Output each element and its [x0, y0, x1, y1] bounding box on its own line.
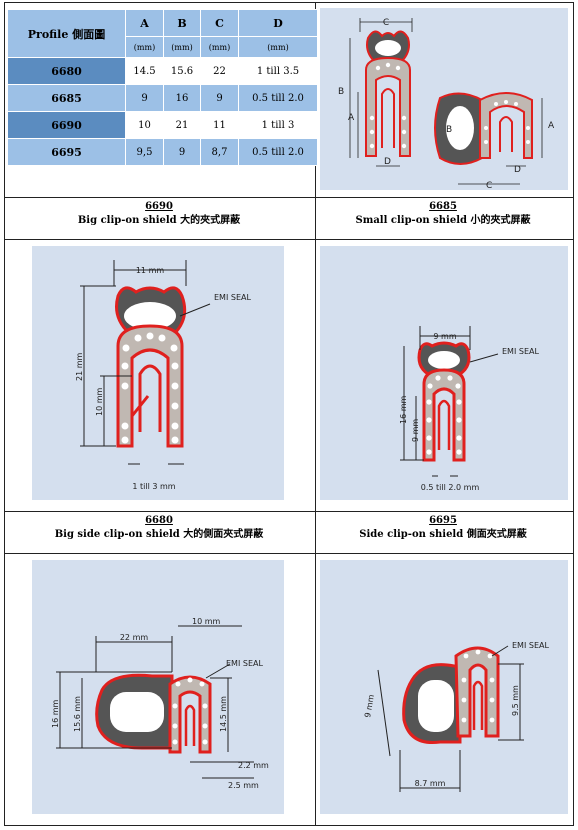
dim-a-label: A — [348, 113, 355, 123]
caption-6695: 6695 Side clip-on shield 側面夾式屏蔽 — [314, 514, 572, 542]
caption-number: 6695 — [429, 515, 457, 526]
overview-diagram: C B A D B A D C — [320, 8, 568, 190]
clip-profile-drawing — [115, 286, 187, 448]
profile-vertical-drawing — [365, 30, 411, 157]
row-a: 9,5 — [125, 138, 164, 166]
row-c: 9 — [200, 84, 239, 112]
row-b: 16 — [163, 84, 201, 112]
caption-text: Big clip-on shield 大的夾式屏蔽 — [77, 215, 241, 226]
dim-h3-label: 14.5 mm — [219, 696, 228, 732]
dim-h1-label: 9 mm — [363, 694, 376, 719]
dim-top1-label: 10 mm — [192, 617, 221, 626]
dim-height-label: 16 mm — [399, 395, 408, 424]
unit-d: (mm) — [238, 36, 318, 58]
side-clip-profile-drawing — [95, 673, 212, 754]
dim-h2-label: 9.5 mm — [511, 685, 520, 716]
header-d: D — [238, 9, 318, 37]
table-header-row: Profile 側面圖 A B C D — [7, 9, 318, 58]
caption-number: 6690 — [145, 201, 173, 212]
caption-6690: 6690 Big clip-on shield 大的夾式屏蔽 — [6, 200, 312, 228]
row-a: 14.5 — [125, 57, 164, 85]
column-divider — [315, 3, 316, 825]
header-b: B — [163, 9, 201, 37]
caption-number: 6680 — [145, 515, 173, 526]
table-row: 6680 14.5 15.6 22 1 till 3.5 — [7, 57, 318, 85]
dim-d-label-2: D — [514, 165, 521, 175]
emi-seal-label: EMI SEAL — [512, 641, 549, 650]
row-b: 21 — [163, 111, 201, 139]
dim-h2-label: 15.6 mm — [73, 696, 82, 732]
unit-b: (mm) — [163, 36, 201, 58]
caption-text: Small clip-on shield 小的夾式屏蔽 — [355, 215, 531, 226]
row-divider — [5, 197, 573, 198]
dim-width-label: 11 mm — [136, 266, 165, 275]
dim-width-label: 8.7 mm — [415, 779, 446, 788]
side-clip-profile-drawing — [402, 646, 500, 745]
row-divider — [5, 239, 573, 240]
dim-c-label-2: C — [486, 181, 492, 190]
dim-width-label: 9 mm — [433, 332, 456, 341]
caption-text: Big side clip-on shield 大的側面夾式屏蔽 — [54, 529, 264, 540]
row-profile: 6690 — [7, 111, 126, 139]
row-c: 22 — [200, 57, 239, 85]
unit-c: (mm) — [200, 36, 239, 58]
header-a: A — [125, 9, 164, 37]
row-d: 0.5 till 2.0 — [238, 138, 318, 166]
dim-g1-label: 2.2 mm — [238, 761, 269, 770]
unit-a: (mm) — [125, 36, 164, 58]
dim-inner-label: 9 mm — [411, 419, 420, 442]
dim-c-label: C — [383, 18, 389, 28]
emi-seal-label: EMI SEAL — [214, 293, 251, 302]
row-a: 9 — [125, 84, 164, 112]
table-row: 6690 10 21 11 1 till 3 — [7, 111, 318, 139]
caption-number: 6685 — [429, 201, 457, 212]
row-d: 1 till 3.5 — [238, 57, 318, 85]
clip-profile-drawing — [417, 341, 471, 462]
diagram-6685: 9 mm 16 mm 9 mm 0.5 till 2.0 mm EMI SEAL — [320, 246, 568, 500]
profile-horizontal-drawing — [434, 92, 533, 165]
caption-6685: 6685 Small clip-on shield 小的夾式屏蔽 — [314, 200, 572, 228]
profile-spec-table: Profile 側面圖 A B C D (mm) (mm) (mm) (mm) … — [7, 9, 318, 166]
dim-top2-label: 22 mm — [120, 633, 149, 642]
row-divider — [5, 553, 573, 554]
header-profile: Profile 側面圖 — [7, 9, 126, 58]
caption-6680: 6680 Big side clip-on shield 大的側面夾式屏蔽 — [6, 514, 312, 542]
header-c: C — [200, 9, 239, 37]
dim-height-label: 21 mm — [75, 352, 84, 381]
dim-inner-label: 10 mm — [95, 387, 104, 416]
diagram-6695: 9 mm 9.5 mm 8.7 mm EMI SEAL — [320, 560, 568, 814]
dim-h1-label: 16 mm — [51, 699, 60, 728]
table-units-row: (mm) (mm) (mm) (mm) — [8, 36, 318, 58]
caption-text: Side clip-on shield 側面夾式屏蔽 — [359, 529, 527, 540]
spec-sheet-grid — [4, 2, 574, 826]
emi-seal-label: EMI SEAL — [502, 347, 539, 356]
row-d: 1 till 3 — [238, 111, 318, 139]
emi-seal-label: EMI SEAL — [226, 659, 263, 668]
row-b: 9 — [163, 138, 201, 166]
dim-b-label-2: B — [446, 125, 452, 135]
row-c: 11 — [200, 111, 239, 139]
row-b: 15.6 — [163, 57, 201, 85]
dim-gap-label: 1 till 3 mm — [132, 482, 175, 491]
row-c: 8,7 — [200, 138, 239, 166]
dim-g2-label: 2.5 mm — [228, 781, 259, 790]
dim-d-label: D — [384, 157, 391, 167]
row-divider — [5, 511, 573, 512]
row-a: 10 — [125, 111, 164, 139]
row-profile: 6680 — [7, 57, 126, 85]
dim-gap-label: 0.5 till 2.0 mm — [421, 483, 480, 492]
row-d: 0.5 till 2.0 — [238, 84, 318, 112]
row-profile: 6685 — [7, 84, 126, 112]
table-row: 6695 9,5 9 8,7 0.5 till 2.0 — [7, 138, 318, 166]
dim-a-label-2: A — [548, 121, 555, 131]
table-row: 6685 9 16 9 0.5 till 2.0 — [7, 84, 318, 112]
diagram-6690: 11 mm 21 mm 10 mm 1 till 3 mm EMI SEAL — [32, 246, 284, 500]
dim-b-label: B — [338, 87, 344, 97]
diagram-6680: 10 mm 22 mm 16 mm 15.6 mm 14.5 mm 2.2 mm… — [32, 560, 284, 814]
row-profile: 6695 — [7, 138, 126, 166]
